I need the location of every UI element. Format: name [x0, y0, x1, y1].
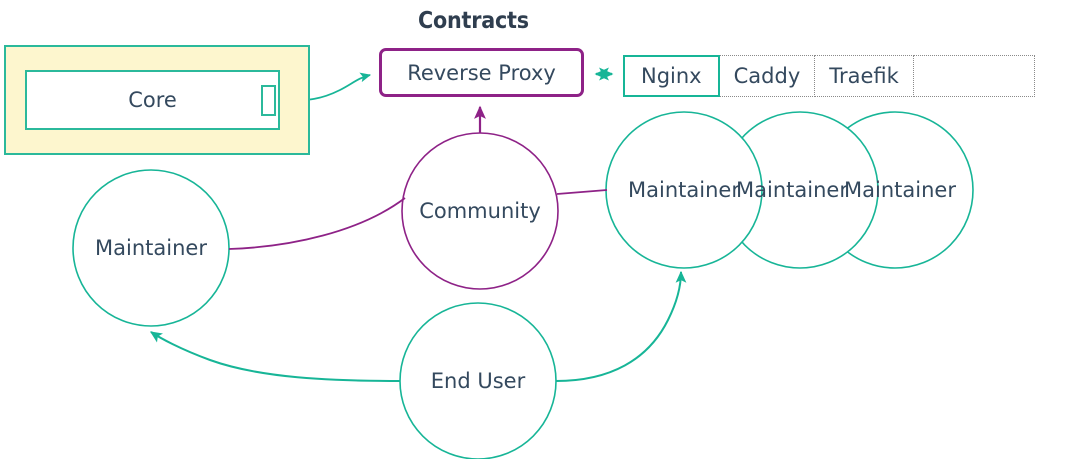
community-label: Community: [419, 199, 541, 223]
reverse-proxy-node[interactable]: Reverse Proxy: [379, 48, 584, 97]
option-cell-caddy-label: Caddy: [733, 64, 801, 88]
option-cell-caddy[interactable]: Caddy: [719, 55, 816, 97]
maintainer-1-label: Maintainer: [628, 178, 740, 202]
edge-maintainer-left-to-community: [228, 197, 406, 250]
option-cell-traefik[interactable]: Traefik: [815, 55, 914, 97]
option-cell-traefik-label: Traefik: [829, 64, 899, 88]
option-cell-empty[interactable]: [913, 55, 1035, 97]
option-cell-nginx-label: Nginx: [641, 64, 702, 88]
maintainer-left-label: Maintainer: [95, 236, 207, 260]
reverse-proxy-label: Reverse Proxy: [407, 60, 556, 85]
edge-community-to-maintainer-right: [556, 189, 608, 195]
maintainer-2-label: Maintainer: [736, 178, 848, 202]
maintainer-3-label: Maintainer: [844, 178, 956, 202]
core-node[interactable]: Core: [25, 70, 280, 130]
maintainer-left-circle[interactable]: [72, 169, 230, 327]
core-node-label: Core: [128, 88, 177, 112]
end-user-label: End User: [430, 369, 526, 393]
option-cell-nginx[interactable]: Nginx: [623, 55, 720, 97]
options-table: Nginx Caddy Traefik: [623, 55, 1035, 97]
edge-end-user-to-maintainer-left: [150, 331, 401, 382]
edge-end-user-to-maintainer-right: [555, 270, 687, 382]
page-title: Contracts: [418, 8, 529, 34]
core-port-icon[interactable]: [261, 85, 276, 116]
